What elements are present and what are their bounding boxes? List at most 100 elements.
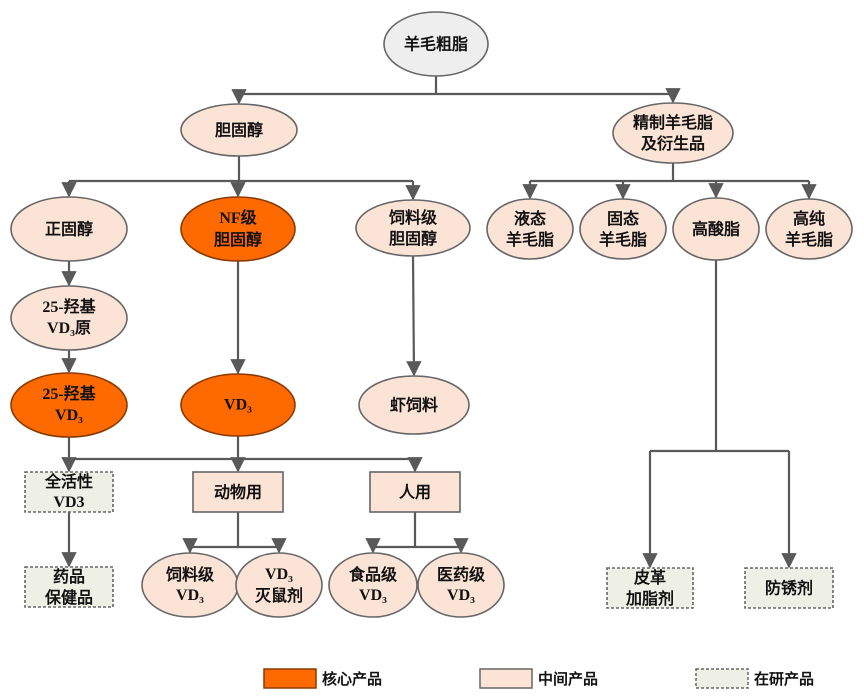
intermediate-ellipse: [10, 196, 128, 262]
node-label: 液态: [514, 209, 546, 228]
node-food-vd3: 食品级 VD₃: [328, 552, 418, 618]
node-high-acid-ester: 高酸脂: [672, 197, 760, 261]
connectors: [61, 76, 817, 569]
node-label: 虾饲料: [390, 396, 438, 415]
intermediate-ellipse: [10, 285, 128, 351]
intermediate-ellipse: [765, 198, 853, 260]
intermediate-ellipse: [672, 197, 760, 261]
node-positive-sterol: 正固醇: [10, 196, 128, 262]
node-label: 及衍生品: [641, 134, 705, 153]
intermediate-ellipse: [180, 103, 298, 157]
intermediate-ellipse: [358, 375, 470, 435]
node-label: VD₃: [265, 566, 293, 583]
connector-arrow: [406, 255, 422, 377]
intermediate-box: [369, 471, 461, 513]
node-label: 胆固醇: [214, 230, 262, 249]
node-label: VD₃: [176, 587, 204, 604]
node-25oh-vd3: 25-羟基 VD₃: [10, 372, 128, 438]
node-label: VD₃: [447, 587, 475, 604]
node-full-active-vd3: 全活性 VD3: [24, 471, 114, 513]
nodes: 羊毛粗脂胆固醇精制羊毛脂及衍生品正固醇NF级胆固醇饲料级胆固醇液态羊毛脂固态羊毛…: [10, 11, 853, 618]
root-ellipse: [383, 11, 489, 77]
node-label: 胆固醇: [389, 229, 437, 248]
node-vd3-rodenticide: VD₃ 灭鼠剂: [235, 552, 323, 618]
legend-label: 核心产品: [322, 670, 382, 688]
node-25oh-vd3-precursor: 25-羟基 VD₃原: [10, 285, 128, 351]
node-label: 25-羟基: [42, 384, 96, 403]
node-label: 保健品: [44, 588, 93, 607]
node-label: 25-羟基: [42, 297, 96, 316]
node-label: 皮革: [633, 568, 666, 587]
intermediate-ellipse: [612, 102, 734, 164]
node-label: 高酸脂: [692, 220, 740, 239]
node-pharma-vd3: 医药级 VD₃: [417, 552, 505, 618]
node-label: 全活性: [44, 472, 93, 491]
node-label: 饲料级: [388, 208, 438, 227]
legend-swatch: [263, 668, 317, 689]
intermediate-ellipse: [579, 198, 667, 260]
legend-item-intermediate: 中间产品: [479, 668, 598, 689]
intermediate-ellipse: [328, 552, 418, 618]
node-label: 固态: [607, 209, 639, 228]
intermediate-ellipse: [141, 552, 239, 618]
node-label: 高纯: [793, 209, 825, 228]
legend-swatch: [479, 668, 533, 689]
node-cholesterol: 胆固醇: [180, 103, 298, 157]
core-ellipse: [180, 196, 296, 262]
node-human-use: 人用: [369, 471, 461, 513]
node-label: 人用: [399, 483, 431, 502]
research-box: [744, 567, 834, 609]
node-label: 正固醇: [45, 220, 93, 239]
node-label: 羊毛粗脂: [404, 35, 468, 54]
node-label: 动物用: [214, 483, 262, 502]
node-label: 防锈剂: [765, 579, 813, 598]
intermediate-ellipse: [486, 198, 574, 260]
node-label: 羊毛脂: [599, 230, 647, 249]
legend: 核心产品 中间产品 在研产品: [263, 668, 814, 689]
legend-label: 中间产品: [538, 670, 598, 688]
core-ellipse: [10, 372, 128, 438]
node-shrimp-feed: 虾饲料: [358, 375, 470, 435]
node-label: 羊毛脂: [785, 230, 833, 249]
core-ellipse: [180, 373, 296, 437]
node-rust-inhibitor: 防锈剂: [744, 567, 834, 609]
node-label: 羊毛脂: [506, 230, 554, 249]
node-label: VD3: [53, 494, 84, 511]
intermediate-ellipse: [417, 552, 505, 618]
node-feed-vd3: 饲料级 VD₃: [141, 552, 239, 618]
node-label: VD₃: [55, 407, 83, 424]
research-box: [24, 566, 114, 608]
node-label: 食品级: [348, 565, 398, 584]
intermediate-box: [192, 471, 284, 513]
node-root: 羊毛粗脂: [383, 11, 489, 77]
node-label: 医药级: [437, 565, 486, 584]
node-animal-use: 动物用: [192, 471, 284, 513]
intermediate-ellipse: [235, 552, 323, 618]
node-label: 饲料级: [165, 565, 215, 584]
node-label: VD₃: [359, 587, 387, 604]
node-label: 灭鼠剂: [254, 586, 303, 605]
node-label: NF级: [219, 208, 257, 227]
node-label: 药品: [53, 567, 85, 586]
node-label: 加脂剂: [625, 589, 674, 608]
intermediate-ellipse: [355, 199, 471, 257]
legend-item-research: 在研产品: [695, 668, 814, 689]
node-label: VD₃: [224, 397, 252, 414]
legend-item-core: 核心产品: [263, 668, 382, 689]
legend-swatch: [695, 668, 749, 689]
research-box: [606, 567, 694, 609]
legend-label: 在研产品: [754, 670, 814, 688]
node-label: 胆固醇: [215, 121, 263, 140]
node-vd3: VD₃: [180, 373, 296, 437]
research-box: [24, 471, 114, 513]
node-label: VD₃原: [47, 319, 91, 337]
